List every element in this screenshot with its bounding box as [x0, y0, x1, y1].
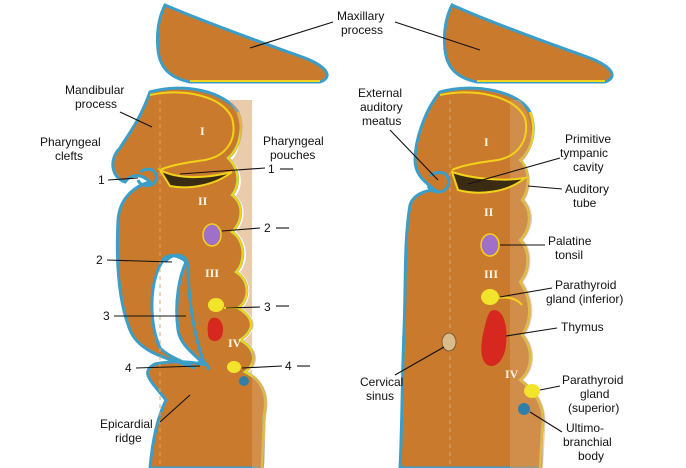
right-arch-3-numeral: III: [484, 267, 498, 281]
right-arch-1-numeral: I: [484, 135, 489, 149]
left-cleft-1: [136, 167, 158, 188]
left-cervical-cleft: [163, 253, 207, 366]
left-arch-2-numeral: II: [198, 194, 208, 208]
cervical-sinus-label-2: sinus: [366, 389, 394, 403]
ultimobranchial-label-3: body: [578, 449, 604, 463]
right-embryo: I II III IV: [398, 3, 614, 468]
left-pouch-3-parathyroid: [208, 298, 224, 312]
right-ext-auditory-meatus: [426, 170, 451, 194]
cleft-4-number: 4: [125, 361, 132, 375]
cleft-1-number: 1: [98, 173, 105, 187]
mandibular-label-2: process: [75, 97, 117, 111]
ext-meatus-label-2: auditory: [360, 100, 403, 114]
tympanic-label-1: Primitive: [565, 132, 611, 146]
right-parathyroid-superior: [524, 384, 540, 398]
left-arch-1-numeral: I: [200, 124, 205, 138]
cervical-sinus-label-1: Cervical: [360, 375, 403, 389]
pouch-4-number: 4: [285, 359, 292, 373]
parathyroid-inf-label-2: gland (inferior): [546, 292, 623, 306]
left-pouch-3-thymus: [207, 317, 224, 342]
parathyroid-sup-label-2: gland: [580, 387, 609, 401]
epicardial-label-2: ridge: [115, 431, 142, 445]
ultimobranchial-label-1: Ultimo-: [566, 421, 604, 435]
cleft-2-number: 2: [96, 253, 103, 267]
palatine-label-1: Palatine: [548, 234, 592, 248]
right-thymus: [481, 310, 507, 366]
maxillary-label-1: Maxillary: [337, 9, 384, 23]
right-labels: Maxillary process External auditory meat…: [249, 9, 623, 463]
mandibular-label-1: Mandibular: [65, 83, 124, 97]
left-labels: Mandibular process Pharyngeal clefts Pha…: [40, 83, 324, 445]
left-pouch-2-tonsil: [202, 223, 222, 247]
parathyroid-sup-label-1: Parathyroid: [562, 373, 623, 387]
left-pouch-4-parathyroid: [227, 361, 241, 373]
epicardial-label-1: Epicardial: [100, 417, 153, 431]
left-maxillary-process: [156, 3, 329, 84]
ext-meatus-label-1: External: [358, 86, 402, 100]
left-arch-4-numeral: IV: [228, 336, 242, 350]
right-cervical-sinus: [441, 332, 457, 352]
parathyroid-sup-label-3: (superior): [568, 401, 619, 415]
pharyngeal-pouches-label-1: Pharyngeal: [263, 134, 324, 148]
ext-meatus-label-3: meatus: [362, 114, 401, 128]
cleft-3-number: 3: [103, 309, 110, 323]
left-pouch-1: [157, 167, 233, 189]
left-arch-3-numeral: III: [205, 266, 219, 280]
left-pouch-4-ultimobranchial: [239, 376, 249, 386]
ultimobranchial-label-2: branchial: [563, 435, 612, 449]
right-palatine-tonsil: [480, 233, 500, 257]
tympanic-label-2: tympanic: [560, 146, 608, 160]
pouch-2-number: 2: [264, 221, 271, 235]
pharyngeal-clefts-label-2: clefts: [55, 149, 83, 163]
left-embryo: I II III IV: [111, 3, 329, 468]
pouch-1-number: 1: [268, 162, 275, 176]
maxillary-label-2: process: [341, 23, 383, 37]
auditory-tube-label-1: Auditory: [565, 182, 609, 196]
right-tympanic-cavity: [450, 170, 529, 194]
palatine-label-2: tonsil: [555, 248, 583, 262]
auditory-tube-label-2: tube: [573, 196, 597, 210]
parathyroid-inf-label-1: Parathyroid: [555, 278, 616, 292]
pharyngeal-pouches-label-2: pouches: [270, 148, 315, 162]
right-ultimobranchial-body: [518, 403, 530, 415]
right-maxillary-process: [443, 3, 614, 84]
thymus-label: Thymus: [561, 320, 604, 334]
tympanic-label-3: cavity: [573, 160, 604, 174]
pouch-3-number: 3: [264, 300, 271, 314]
right-parathyroid-inferior: [481, 289, 499, 305]
pharyngeal-clefts-label-1: Pharyngeal: [40, 135, 101, 149]
right-arch-4-numeral: IV: [505, 367, 519, 381]
right-arch-2-numeral: II: [484, 205, 494, 219]
